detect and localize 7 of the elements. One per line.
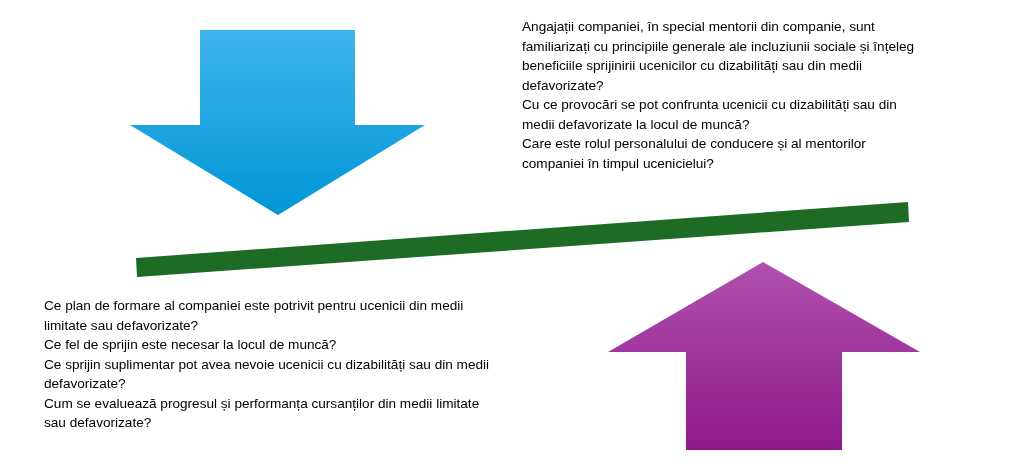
question-text: Angajații companiei, în special mentorii din companie, sunt familiarizați cu principiile generale ale incluziunii sociale și înțeleg beneficiile sprijinirii ucenicilor cu dizabilități sau din medii defavorizate? [522, 18, 916, 95]
question-text: Cu ce provocări se pot confrunta ucenicii cu dizabilități sau din medii defavorizate la locul de muncă? [522, 96, 898, 134]
question-text: Ce sprijin suplimentar pot avea nevoie ucenicii cu dizabilități sau din medii defavorizate? [44, 355, 491, 393]
question-text: Ce plan de formare al companiei este potrivit pentru ucenicii din medii limitate sau defavorizate? [44, 297, 465, 335]
question-text: Ce fel de sprijin este necesar la locul de muncă? [44, 336, 338, 354]
question-text: Care este rolul personalului de conducere și al mentorilor companiei în timpul ucenicielui? [522, 135, 867, 173]
question-text: Cum se evaluează progresul și performanța cursanților din medii limitate sau defavorizate? [44, 394, 481, 432]
